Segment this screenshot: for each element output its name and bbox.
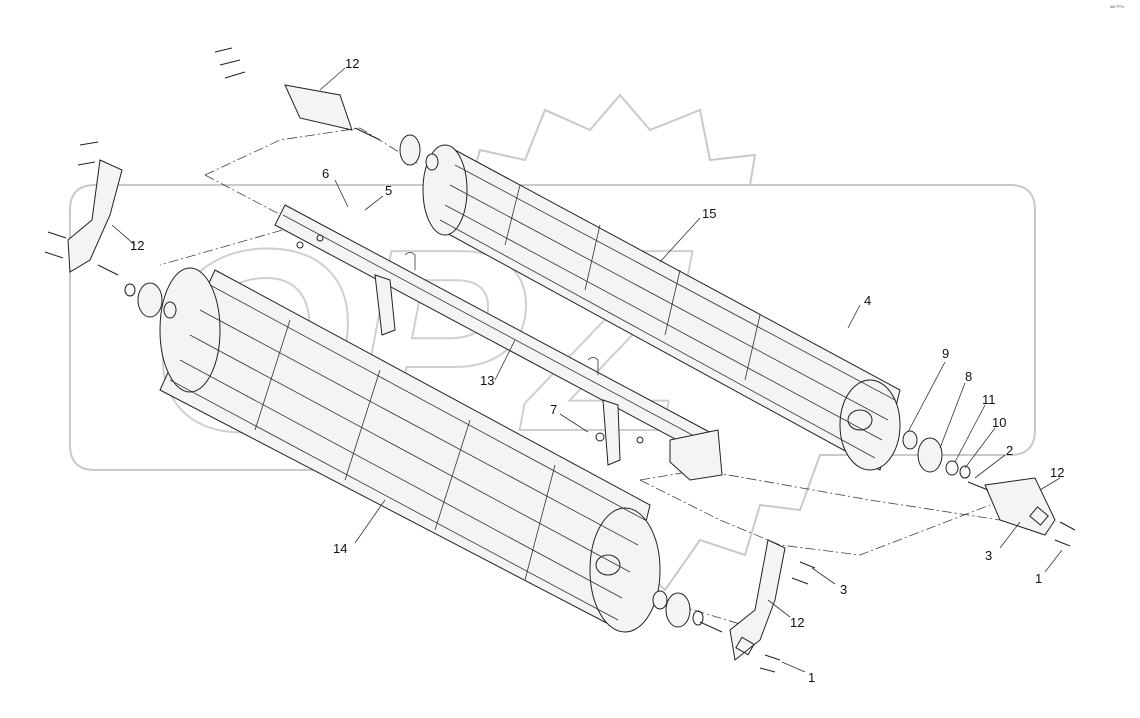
- callout-12: 12: [345, 56, 359, 71]
- callout-6: 6: [322, 166, 329, 181]
- callout-8: 8: [965, 369, 972, 384]
- leader-lines: [111, 67, 1063, 673]
- callout-11: 11: [982, 392, 996, 407]
- callout-12: 12: [1050, 465, 1064, 480]
- callout-3: 3: [985, 548, 992, 563]
- callout-1: 1: [808, 670, 815, 685]
- drawing-code: ᴬᴹ ⁰⁰⁰⁵: [1109, 5, 1124, 11]
- bolts: [44, 47, 1076, 673]
- callout-15: 15: [702, 206, 716, 221]
- callout-9: 9: [942, 346, 949, 361]
- callout-4: 4: [864, 293, 871, 308]
- bearing-upper-left: [399, 134, 439, 171]
- bracket-12-right: [984, 477, 1056, 536]
- callout-10: 10: [992, 415, 1006, 430]
- bearing-left: [124, 282, 177, 319]
- callout-1: 1: [1035, 571, 1042, 586]
- bracket-12-left: [67, 159, 123, 273]
- callout-7: 7: [550, 402, 557, 417]
- roller-14: [159, 267, 661, 633]
- roller-15: [422, 144, 901, 471]
- bracket-12-bottom: [729, 539, 786, 661]
- callouts: 12 12 6 5 15 4 13 7 9 8 11 10 2 12 3 1 1…: [130, 56, 1064, 685]
- bracket-12-upper: [284, 84, 353, 131]
- callout-12: 12: [130, 238, 144, 253]
- callout-14: 14: [333, 541, 347, 556]
- callout-13: 13: [480, 373, 494, 388]
- bearing-right: [902, 430, 971, 479]
- callout-12: 12: [790, 615, 804, 630]
- bearing-bottom: [652, 590, 704, 628]
- callout-2: 2: [1006, 443, 1013, 458]
- callout-3: 3: [840, 582, 847, 597]
- frame-beam-13: [274, 204, 723, 481]
- callout-5: 5: [385, 183, 392, 198]
